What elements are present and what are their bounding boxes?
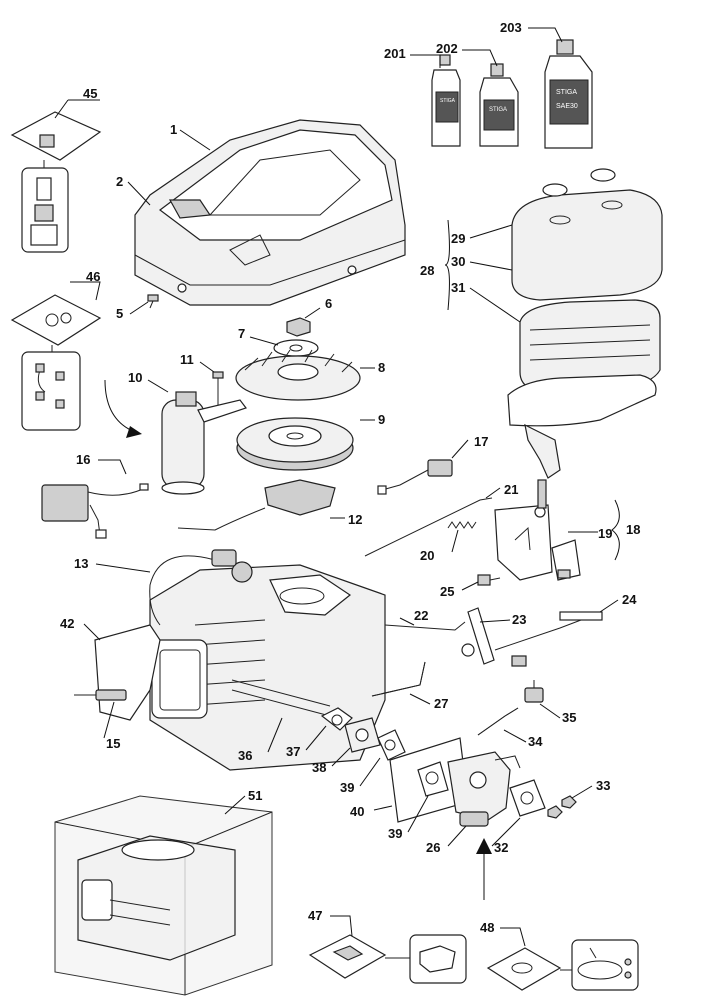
nut-33 <box>547 795 577 819</box>
governor-bracket-18 <box>494 479 553 581</box>
spark-plug-15 <box>74 689 127 701</box>
kit-46 <box>10 281 102 431</box>
label-25: 25 <box>440 584 454 599</box>
gasket-39-upper <box>377 729 406 761</box>
label-32: 32 <box>494 840 508 855</box>
regulator-16 <box>41 483 149 539</box>
label-38: 38 <box>312 760 326 775</box>
flywheel-nut-6 <box>286 317 311 337</box>
label-15: 15 <box>106 736 120 751</box>
label-35: 35 <box>562 710 576 725</box>
air-filter-base <box>507 374 657 479</box>
label-28: 28 <box>420 263 434 278</box>
bolt-lever <box>511 655 527 667</box>
label-11: 11 <box>180 352 194 367</box>
kit-45 <box>10 99 102 253</box>
label-21: 21 <box>504 482 518 497</box>
bottle-grade-text: SAE30 <box>556 103 578 110</box>
link-21 <box>364 497 493 557</box>
kit-47 <box>308 915 467 984</box>
label-36: 36 <box>238 748 252 763</box>
label-202: 202 <box>436 41 458 56</box>
bolts-36 <box>231 679 331 717</box>
bracket-19 <box>551 539 581 581</box>
bolt-5 <box>147 294 159 309</box>
label-51: 51 <box>248 788 262 803</box>
bolt-11 <box>212 371 224 405</box>
label-201: 201 <box>384 46 406 61</box>
label-31: 31 <box>451 280 465 295</box>
rod-22 <box>384 621 466 631</box>
label-40: 40 <box>350 804 364 819</box>
label-23: 23 <box>512 612 526 627</box>
label-2: 2 <box>116 174 123 189</box>
bottle-brand-text-2: STIGA <box>489 107 507 113</box>
label-18: 18 <box>626 522 640 537</box>
bottle-brand-text: STIGA <box>440 98 456 104</box>
label-17: 17 <box>474 434 488 449</box>
label-34: 34 <box>528 734 543 749</box>
engine-assembly-51 <box>54 795 273 996</box>
label-30: 30 <box>451 254 465 269</box>
label-22: 22 <box>414 608 428 623</box>
label-20: 20 <box>420 548 434 563</box>
gasket-39-lower <box>417 761 449 797</box>
label-12: 12 <box>348 512 362 527</box>
oil-bottle-202: STIGA <box>479 63 519 147</box>
bottle-brand-text-3: STIGA <box>556 89 577 96</box>
label-47: 47 <box>308 908 322 923</box>
blower-housing <box>134 119 406 306</box>
switch-17 <box>377 459 453 495</box>
lever-23 <box>461 607 495 665</box>
label-39b: 39 <box>388 826 402 841</box>
carburetor-26 <box>447 751 521 827</box>
gasket-32 <box>509 779 546 817</box>
label-19: 19 <box>598 526 612 541</box>
fan-8 <box>235 349 361 401</box>
label-27: 27 <box>434 696 448 711</box>
label-42: 42 <box>60 616 74 631</box>
label-29: 29 <box>451 231 465 246</box>
spring-20 <box>447 521 477 529</box>
label-8: 8 <box>378 360 385 375</box>
breather-hose-27 <box>371 661 426 697</box>
label-9: 9 <box>378 412 385 427</box>
label-45: 45 <box>83 86 97 101</box>
label-24: 24 <box>622 592 637 607</box>
label-6: 6 <box>325 296 332 311</box>
oil-bottle-203: STIGA SAE30 <box>544 39 593 149</box>
flywheel-9 <box>236 417 354 471</box>
label-39a: 39 <box>340 780 354 795</box>
ignition-coil-12 <box>177 479 336 531</box>
label-1: 1 <box>170 122 177 137</box>
spark-plug-wire-13 <box>149 549 237 626</box>
air-filter-cover-29-30 <box>511 168 663 301</box>
fuel-line-34 <box>477 707 519 736</box>
label-203: 203 <box>500 20 522 35</box>
label-48: 48 <box>480 920 494 935</box>
label-13: 13 <box>74 556 88 571</box>
label-46: 46 <box>86 269 100 284</box>
label-10: 10 <box>128 370 142 385</box>
spacer-38 <box>344 717 381 753</box>
label-26: 26 <box>426 840 440 855</box>
oil-bottle-201: STIGA <box>431 54 461 147</box>
label-37: 37 <box>286 744 300 759</box>
cable-24 <box>494 611 603 651</box>
label-5: 5 <box>116 306 123 321</box>
starter-motor-10 <box>161 391 247 495</box>
label-7: 7 <box>238 326 245 341</box>
label-16: 16 <box>76 452 90 467</box>
fuel-fitting-35 <box>524 680 544 703</box>
washer-7 <box>273 339 319 357</box>
bolt-25 <box>477 574 501 586</box>
label-33: 33 <box>596 778 610 793</box>
gasket-37 <box>320 707 353 731</box>
kit-48 <box>486 927 639 991</box>
